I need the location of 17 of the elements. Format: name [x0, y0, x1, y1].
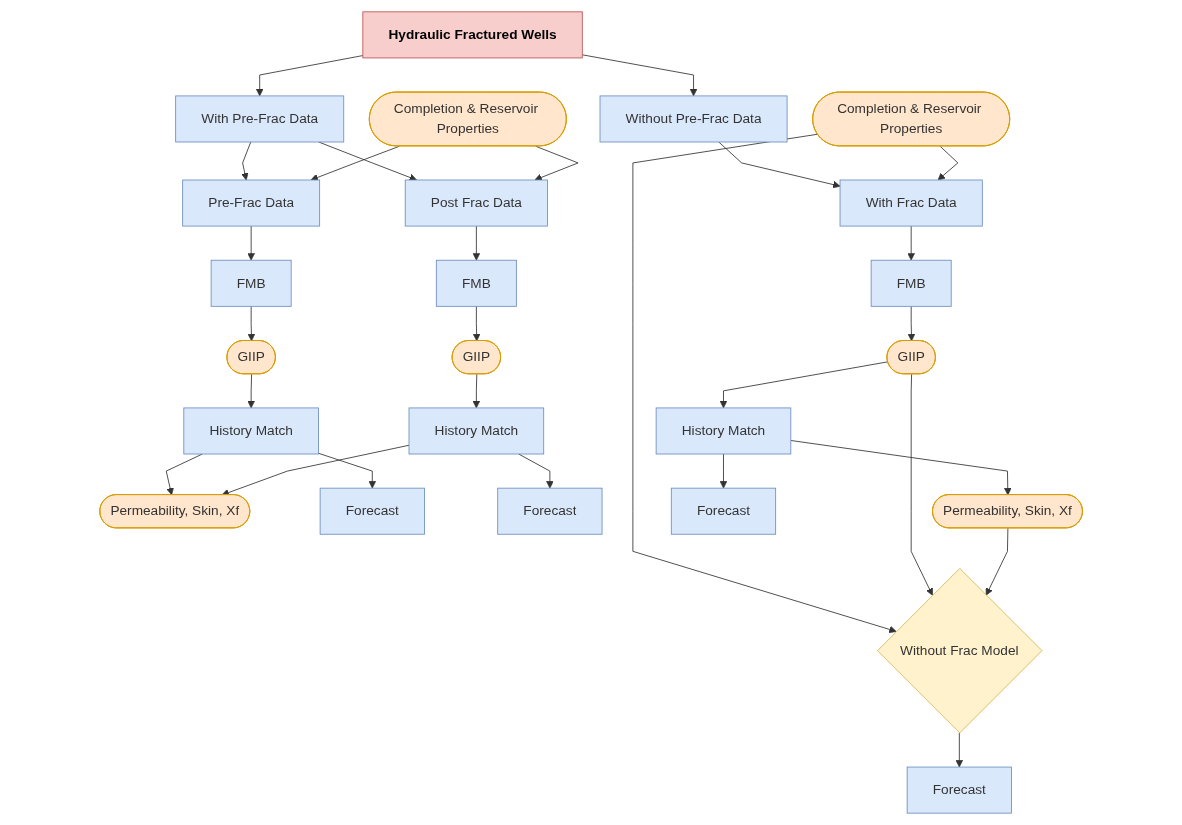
node-box: FMB — [435, 259, 517, 307]
node-box: History Match — [183, 407, 319, 455]
node-box: With Frac Data — [839, 179, 983, 227]
node-box: Pre-Frac Data — [182, 179, 320, 227]
node-box: Hydraulic Fractured Wells — [362, 11, 583, 59]
node-box: Forecast — [670, 487, 776, 535]
node-diamond: Without Frac Model — [876, 567, 1043, 734]
node-box: Forecast — [497, 487, 603, 535]
node-box: Forecast — [319, 487, 425, 535]
node-box: History Match — [408, 407, 544, 455]
node-box: Without Pre-Frac Data — [599, 95, 788, 143]
node-box: FMB — [870, 259, 952, 307]
node-box: With Pre-Frac Data — [175, 95, 345, 143]
node-box: FMB — [210, 259, 292, 307]
node-box: History Match — [655, 407, 792, 455]
node-box: Post Frac Data — [404, 179, 548, 227]
node-box: Forecast — [906, 766, 1012, 814]
